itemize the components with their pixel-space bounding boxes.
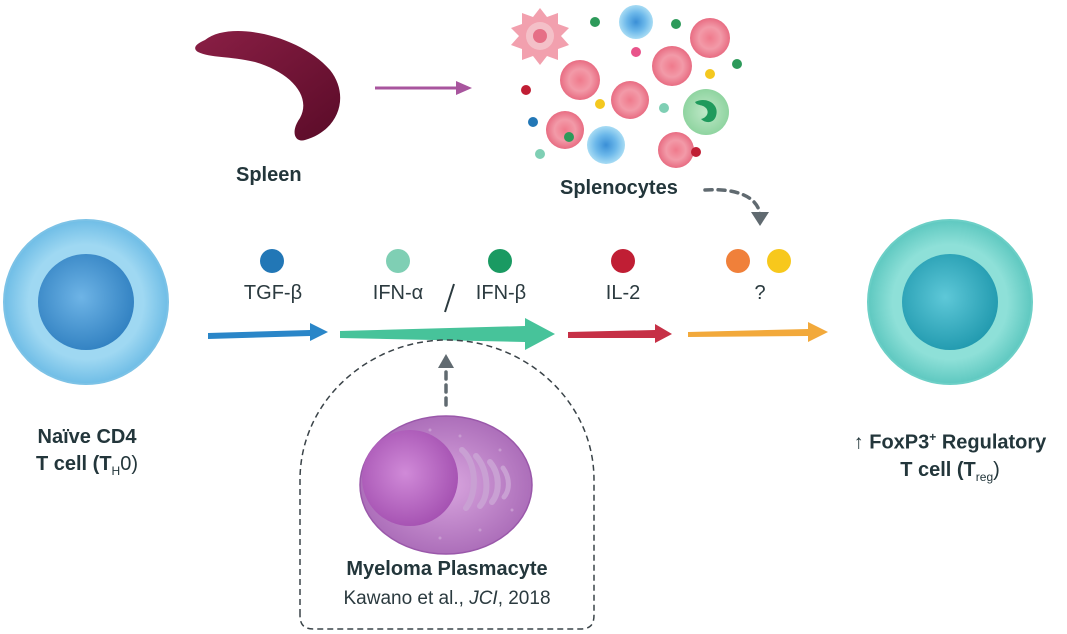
unknown-arrow (688, 322, 828, 342)
myeloma-label: Myeloma Plasmacyte (346, 558, 548, 580)
naive-line2-sub: H (111, 464, 121, 478)
treg-line2-prefix: T cell (T (900, 458, 976, 481)
ifn-beta-label: IFN-β (475, 282, 527, 304)
unknown-dot-yellow (767, 249, 791, 273)
tgf-beta-label: TGF-β (243, 282, 303, 304)
citation-year: , 2018 (497, 588, 551, 609)
il2-label: IL-2 (605, 282, 641, 304)
naive-t-cell (3, 219, 169, 385)
il2-arrow (568, 324, 672, 343)
treg-label-line2: T cell (Treg) (832, 457, 1067, 491)
il2-dot (611, 249, 635, 273)
unknown-label: ? (754, 282, 766, 304)
ifn-beta-dot (488, 249, 512, 273)
treg-cell (867, 219, 1033, 385)
spleen-arrow (375, 81, 472, 95)
splenocytes-dashed-arrow (703, 187, 769, 226)
naive-line2-suffix: 0) (120, 453, 139, 475)
treg-line1-sup: + (929, 430, 937, 444)
naive-line2-prefix: T cell (T (35, 453, 112, 475)
treg-cell-label: ↑ FoxP3+ Regulatory T cell (Treg) (832, 424, 1067, 491)
spleen-label: Spleen (236, 164, 302, 186)
treg-line1-prefix: ↑ FoxP3 (853, 431, 930, 454)
splenocytes-cluster (511, 5, 742, 168)
unknown-dot-orange (726, 249, 750, 273)
citation-journal: JCI (469, 588, 498, 609)
plasmacyte-enclosure (299, 339, 595, 630)
naive-label-line2: T cell (TH0) (22, 451, 152, 485)
ifn-alpha-dot (386, 249, 410, 273)
ifn-arrow (340, 318, 555, 350)
plasmacyte-dashed-arrow (438, 354, 454, 407)
myeloma-plasmacyte-cell (359, 415, 533, 555)
naive-cell-label: Naïve CD4 T cell (TH0) (22, 424, 152, 485)
spleen-organ (195, 31, 341, 141)
naive-label-line1: Naïve CD4 (37, 426, 137, 448)
ifn-separator (444, 283, 455, 313)
treg-line2-sub: reg (975, 469, 994, 484)
ifn-alpha-label: IFN-α (372, 282, 424, 304)
citation-label: Kawano et al., JCI, 2018 (300, 588, 594, 610)
tgf-beta-arrow (208, 323, 328, 341)
treg-line2-suffix: ) (993, 458, 1000, 481)
treg-line1-suffix: Regulatory (936, 431, 1047, 454)
tgf-beta-dot (260, 249, 284, 273)
splenocytes-label: Splenocytes (560, 177, 678, 199)
citation-authors: Kawano et al., (343, 588, 470, 609)
treg-label-line1: ↑ FoxP3+ Regulatory (832, 424, 1067, 457)
